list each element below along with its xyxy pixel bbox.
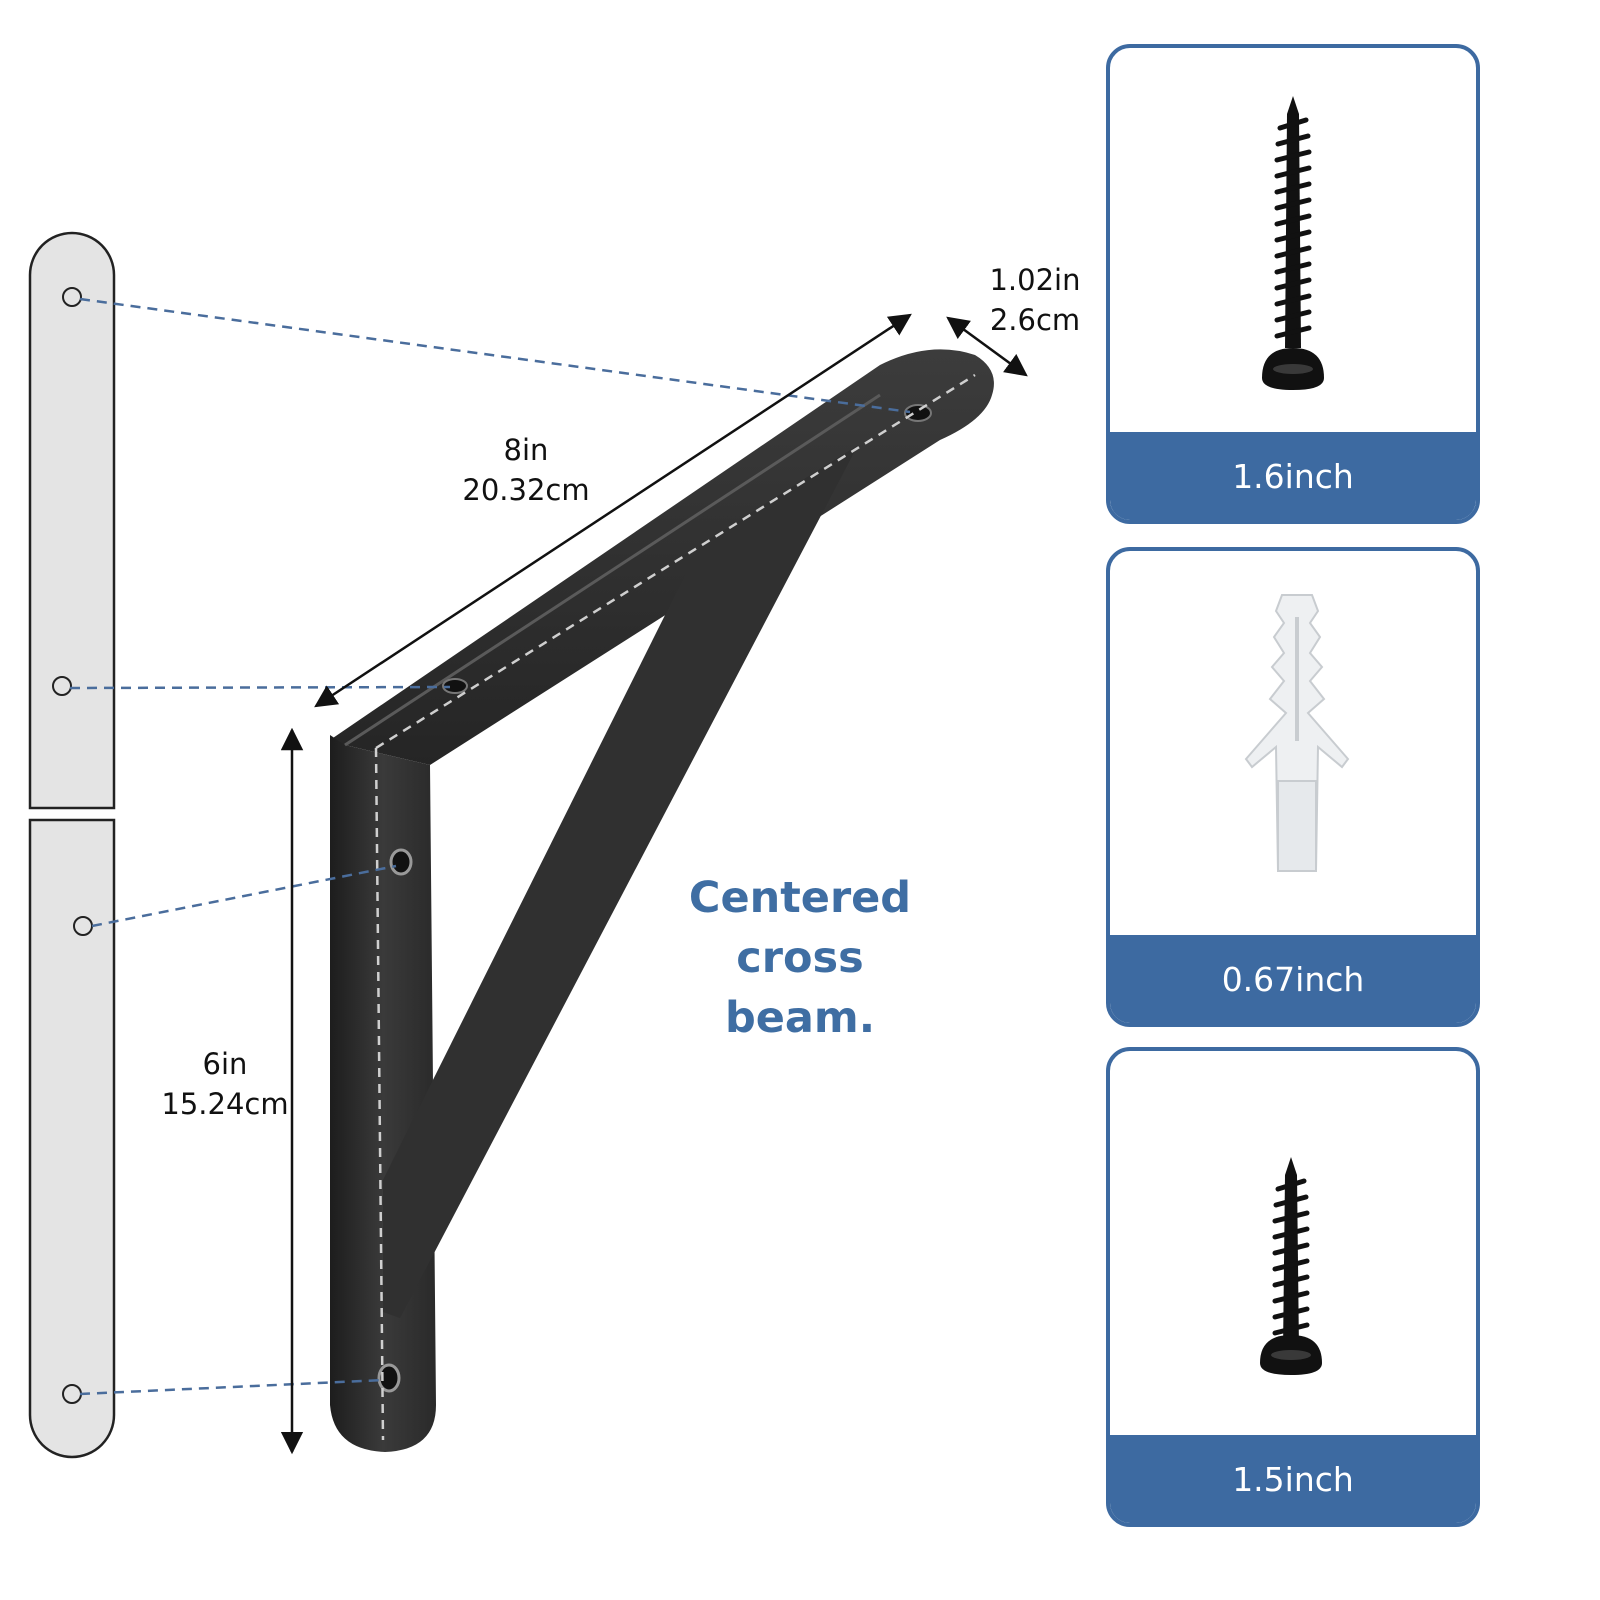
bracket-diagram <box>28 231 1028 1459</box>
wall-anchor-icon <box>1244 594 1350 872</box>
bracket-hole <box>377 1363 401 1393</box>
width-imperial: 1.02in <box>989 263 1081 297</box>
bracket-edge-highlight <box>344 393 881 747</box>
short-screw-size: 1.5inch <box>1110 1435 1476 1523</box>
template-hole <box>62 287 82 307</box>
long-screw-icon <box>1262 96 1324 390</box>
length-label: 8in 20.32cm <box>456 430 596 510</box>
length-dimension-arrow <box>314 313 912 708</box>
height-label: 6in 15.24cm <box>160 1044 290 1124</box>
hardware-card-long-screw: 1.6inch <box>1106 44 1480 524</box>
hardware-card-short-screw: 1.5inch <box>1106 1047 1480 1527</box>
long-screw-size: 1.6inch <box>1110 432 1476 520</box>
cross-beam-callout: Centered cross beam. <box>660 868 940 1048</box>
upper-template <box>28 231 116 810</box>
width-metric: 2.6cm <box>989 303 1081 337</box>
callout-line-2: cross beam. <box>724 933 876 1043</box>
short-screw-icon <box>1260 1157 1322 1375</box>
width-label: 1.02in 2.6cm <box>985 260 1085 340</box>
length-imperial: 8in <box>503 433 549 467</box>
width-dimension-arrow <box>946 316 1028 377</box>
template-hole <box>52 676 72 696</box>
wall-anchor-size: 0.67inch <box>1110 935 1476 1023</box>
hardware-card-wall-anchor: 0.67inch <box>1106 547 1480 1027</box>
length-metric: 20.32cm <box>462 473 590 507</box>
callout-line-1: Centered <box>688 873 912 923</box>
bracket-hole <box>389 848 413 876</box>
height-imperial: 6in <box>202 1047 248 1081</box>
height-metric: 15.24cm <box>161 1087 289 1121</box>
lower-template <box>28 818 116 1459</box>
